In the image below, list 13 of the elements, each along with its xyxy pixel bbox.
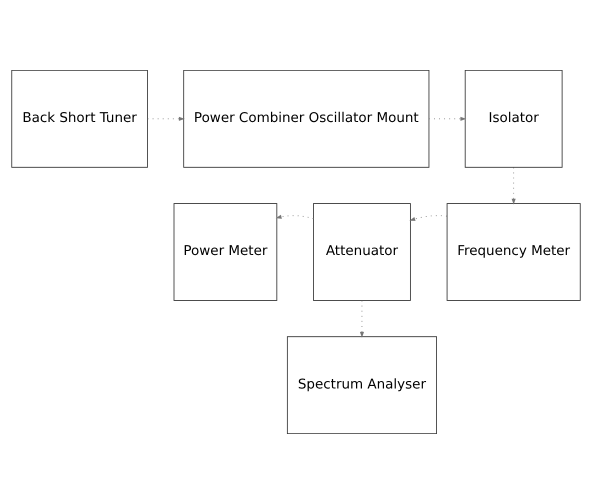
arrow xyxy=(428,116,466,120)
node-box: Back Short Tuner xyxy=(11,69,148,168)
arrow xyxy=(409,214,448,220)
arrow xyxy=(276,214,314,219)
node-box: Spectrum Analyser xyxy=(286,336,437,434)
node-box: Power Combiner Oscillator Mount xyxy=(183,69,430,168)
arrow xyxy=(360,300,364,338)
node-box: Power Meter xyxy=(174,202,278,300)
arrow xyxy=(512,166,516,204)
node-box: Isolator xyxy=(464,69,563,168)
arrow xyxy=(147,116,185,120)
node-box: Attenuator xyxy=(313,202,411,300)
node-box: Frequency Meter xyxy=(446,202,581,300)
